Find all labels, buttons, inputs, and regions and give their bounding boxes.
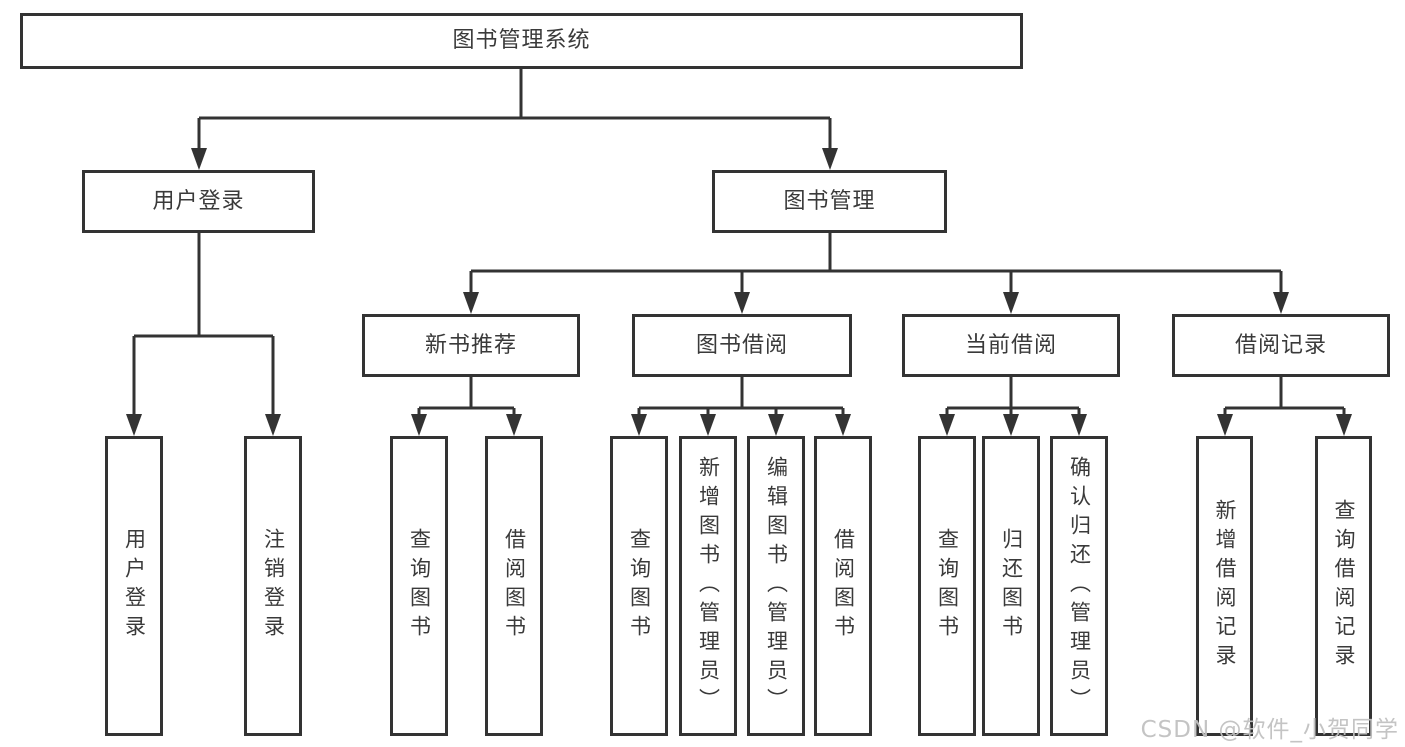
- arrowhead-icon: [734, 292, 750, 314]
- node-confirm-return-admin: 确认归还（管理员）: [1050, 436, 1108, 736]
- node-add-borrow-record: 新增借阅记录: [1196, 436, 1253, 736]
- node-query-borrow-record: 查询借阅记录: [1315, 436, 1372, 736]
- arrowhead-icon: [411, 414, 427, 436]
- node-query-books-recommend: 查询图书: [390, 436, 448, 736]
- arrowhead-icon: [1217, 414, 1233, 436]
- node-book-management-label: 图书管理: [783, 188, 876, 214]
- arrowhead-icon: [768, 414, 784, 436]
- edge-records-children: [1223, 377, 1346, 418]
- node-book-management: 图书管理: [712, 170, 947, 233]
- node-query-books-borrowing-label: 查询图书: [627, 528, 652, 644]
- node-borrow-books-recommend: 借阅图书: [485, 436, 543, 736]
- node-borrow-records-label: 借阅记录: [1234, 332, 1327, 358]
- node-user-login-leaf: 用户登录: [105, 436, 163, 736]
- node-add-book-admin: 新增图书（管理员）: [679, 436, 737, 736]
- edge-current-children: [945, 377, 1081, 418]
- arrowhead-icon: [506, 414, 522, 436]
- node-book-borrowing-label: 图书借阅: [695, 332, 788, 358]
- node-query-borrow-record-label: 查询借阅记录: [1332, 499, 1356, 673]
- node-current-borrowing: 当前借阅: [902, 314, 1120, 377]
- node-logout-leaf-label: 注销登录: [261, 528, 286, 644]
- edge-book-mgmt-sections: [469, 233, 1283, 296]
- node-user-login-leaf-label: 用户登录: [122, 528, 147, 644]
- arrowhead-icon: [631, 414, 647, 436]
- arrowhead-icon: [191, 148, 207, 170]
- node-new-book-recommend: 新书推荐: [362, 314, 580, 377]
- node-query-books-recommend-label: 查询图书: [407, 528, 432, 644]
- arrowhead-icon: [463, 292, 479, 314]
- node-return-book-label: 归还图书: [999, 528, 1024, 644]
- node-root-label: 图书管理系统: [452, 28, 591, 53]
- arrowhead-icon: [126, 414, 142, 436]
- arrowheads: [126, 148, 1352, 436]
- edge-borrowing-children: [637, 377, 845, 418]
- arrowhead-icon: [1003, 292, 1019, 314]
- node-borrow-books-borrowing-label: 借阅图书: [831, 528, 856, 644]
- arrowhead-icon: [265, 414, 281, 436]
- arrowhead-icon: [1003, 414, 1019, 436]
- node-user-login: 用户登录: [82, 170, 315, 233]
- edge-root-to-level2: [197, 69, 832, 152]
- node-logout-leaf: 注销登录: [244, 436, 302, 736]
- watermark-text: CSDN @软件_小贺同学: [1140, 717, 1399, 743]
- node-edit-book-admin: 编辑图书（管理员）: [747, 436, 805, 736]
- node-current-borrowing-label: 当前借阅: [964, 332, 1057, 358]
- node-book-borrowing: 图书借阅: [632, 314, 852, 377]
- edge-user-login-children: [132, 233, 275, 418]
- node-add-borrow-record-label: 新增借阅记录: [1213, 499, 1237, 673]
- node-confirm-return-admin-label: 确认归还（管理员）: [1067, 455, 1092, 717]
- node-borrow-books-recommend-label: 借阅图书: [502, 528, 527, 644]
- node-edit-book-admin-label: 编辑图书（管理员）: [764, 455, 789, 717]
- arrowhead-icon: [822, 148, 838, 170]
- node-query-books-borrowing: 查询图书: [610, 436, 668, 736]
- arrowhead-icon: [1336, 414, 1352, 436]
- node-borrow-records: 借阅记录: [1172, 314, 1390, 377]
- node-root: 图书管理系统: [20, 13, 1023, 69]
- node-query-books-current: 查询图书: [918, 436, 976, 736]
- arrowhead-icon: [1071, 414, 1087, 436]
- node-query-books-current-label: 查询图书: [935, 528, 960, 644]
- node-new-book-recommend-label: 新书推荐: [424, 332, 517, 358]
- arrowhead-icon: [939, 414, 955, 436]
- arrowhead-icon: [835, 414, 851, 436]
- arrowhead-icon: [700, 414, 716, 436]
- arrowhead-icon: [1273, 292, 1289, 314]
- node-return-book: 归还图书: [982, 436, 1040, 736]
- node-borrow-books-borrowing: 借阅图书: [814, 436, 872, 736]
- node-add-book-admin-label: 新增图书（管理员）: [696, 455, 721, 717]
- edge-recommend-children: [417, 377, 516, 418]
- node-user-login-label: 用户登录: [152, 188, 245, 214]
